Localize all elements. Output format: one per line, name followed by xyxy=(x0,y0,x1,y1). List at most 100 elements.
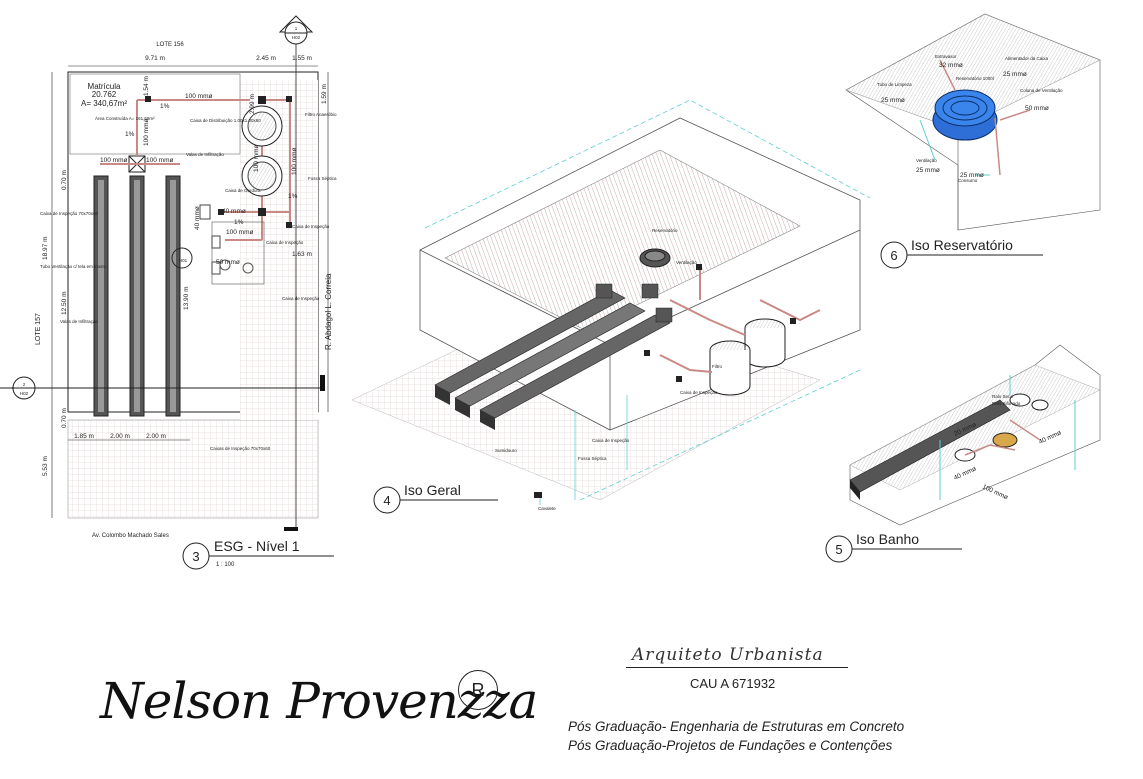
pipe-label-4: 100 mmø xyxy=(143,119,150,146)
iso-label-caixa-2: Caixa de Inspeção xyxy=(680,390,718,395)
note-caixas-inspecao: Caixas de Inspeção 70x70x60 xyxy=(210,446,271,451)
section-marker-left: 2 H02 xyxy=(11,376,36,400)
pipe-label-6: 40 mmø xyxy=(222,208,246,215)
iso-label-filtro: Filtro xyxy=(712,364,722,369)
res-label-25b: 25 mmø xyxy=(881,97,905,104)
banho-label-ralo-seco: Ralo Seco xyxy=(992,394,1013,399)
roof xyxy=(444,149,801,331)
inspection-boxes xyxy=(145,96,292,228)
dim-bot-c: 2.00 m xyxy=(146,433,166,440)
res-label-alimentador: Alimentador da Caixa xyxy=(1005,56,1049,61)
iso-trenches xyxy=(434,283,673,430)
iso-banho-view: 20 mmø 40 mmø 40 mmø 100 mmø Ralo Seco R… xyxy=(825,344,1101,563)
profession-underline xyxy=(626,667,848,668)
sewer-pipes xyxy=(100,99,291,241)
pipe-label-3: 100 mmø xyxy=(146,157,173,164)
note-tubo-ventilacao: Tubo Ventilação c/ tela em inoxto xyxy=(40,264,107,269)
reservoir-pipes xyxy=(939,59,1031,176)
res-label-50: 50 mmø xyxy=(1025,105,1049,112)
dim-right-b: 1.63 m xyxy=(292,251,312,258)
res-label-coluna: Coluna de Ventilação xyxy=(1020,88,1063,93)
pipe-label-9: 40 mmø xyxy=(194,206,201,230)
bathroom-outline xyxy=(211,221,265,285)
note-valas: Valas de Infiltração xyxy=(186,152,224,157)
section-left-num: 2 xyxy=(23,382,26,387)
iso-geral-view: Reservatório Ventilação Sumidouro Caixa … xyxy=(351,99,871,514)
banho-trench xyxy=(849,399,1011,493)
note-area-construida: Área Construída A= 161,68m² xyxy=(95,115,155,121)
iso-label-ventilacao: Ventilação xyxy=(676,260,697,265)
dim-bot-a: 1.85 m xyxy=(74,433,94,440)
iso-boxes xyxy=(534,264,796,498)
street-right: R. Abdagol L. Correia xyxy=(324,273,333,350)
iso-label-caixa-1: Caixa de Inspeção xyxy=(592,438,630,443)
res-label-25d: 25 mmø xyxy=(960,172,984,179)
dim-right-a: 1.59 m xyxy=(321,84,328,104)
note-caixa-inspecao-1: Caixa de Inspeção 70x70x60 xyxy=(40,211,99,216)
lote-top: LOTE 156 xyxy=(156,42,184,48)
dim-left-a: 18.97 m xyxy=(42,237,49,261)
res-label-ventilacao: Ventilação xyxy=(916,158,937,163)
pipe-label-10: 100 mmø xyxy=(253,145,260,172)
banho-label-ralo-sifonado: Ralo Sifonado xyxy=(992,401,1021,406)
area-label: A= 340,67m² xyxy=(81,99,127,108)
iso-pipes xyxy=(659,268,821,373)
pipe-label-8: 50 mmø xyxy=(216,259,240,266)
iso-tanks xyxy=(639,248,786,396)
dim-width-b: 1.55 m xyxy=(292,55,312,62)
iso-reservatorio-view: 32 mmø 25 mmø 25 mmø 50 mmø 25 mmø 25 mm… xyxy=(845,13,1101,269)
cau-registration: CAU A 671932 xyxy=(690,676,776,691)
res-label-reservatorio: Reservatório 1000l xyxy=(956,76,994,81)
slope-3: 1% xyxy=(288,193,298,200)
plan-title: ESG - Nível 1 xyxy=(214,538,300,554)
banho-label-100: 100 mmø xyxy=(981,483,1009,501)
pipe-label-2: 100 mmø xyxy=(100,157,127,164)
res-label-25a: 25 mmø xyxy=(1003,71,1027,78)
section-top-ref: H02 xyxy=(292,35,301,40)
iso-label-reservatorio: Reservatório xyxy=(652,228,678,233)
infiltration-trenches xyxy=(93,175,181,417)
iso-res-title: Iso Reservatório xyxy=(911,237,1013,253)
dim-bot-b: 2.00 m xyxy=(110,433,130,440)
dim-width-a: 2.45 m xyxy=(256,55,276,62)
postgrad-line-2: Pós Graduação-Projetos de Fundações e Co… xyxy=(568,738,893,753)
slope-2: 1% xyxy=(125,131,135,138)
pipe-label-1: 100 mmø xyxy=(185,93,212,100)
section-top-num: 1 xyxy=(295,26,298,31)
sidewalk xyxy=(67,419,319,519)
res-label-32: 32 mmø xyxy=(939,62,963,69)
dim-left-b: 12.50 m xyxy=(61,292,68,316)
matricula-label: Matrícula xyxy=(88,82,121,91)
note-caixa-distribuicao: Caixa de Distribuição 1.00x1.00x60 xyxy=(190,118,261,123)
iso-banho-title: Iso Banho xyxy=(856,531,919,547)
dim-left-e: 5.53 m xyxy=(42,456,49,476)
iso-banho-number: 5 xyxy=(835,542,842,557)
section-mid-ref: H01 xyxy=(179,258,188,263)
dim-top-a: 1.54 m xyxy=(143,76,150,96)
slope-1: 1% xyxy=(160,103,170,110)
postgrad-line-1: Pós Graduação- Engenharia de Estruturas … xyxy=(568,719,905,734)
reservoir-tank xyxy=(932,89,998,141)
section-left-ref: H02 xyxy=(20,391,29,396)
iso-geral-number: 4 xyxy=(383,493,390,508)
plan-scale: 1 : 100 xyxy=(216,562,235,568)
note-valas-2: Valas de Infiltração xyxy=(60,319,98,324)
section-marker-top: 1 H02 xyxy=(278,15,314,45)
banho-pipes xyxy=(964,419,1041,456)
profession-title: Arquiteto Urbanista xyxy=(632,645,824,665)
dim-width-total: 9.71 m xyxy=(145,55,165,62)
iso-label-fossa: Fossa Séptica xyxy=(578,456,607,461)
note-caixa-inspecao-4: Caixa de Inspeção xyxy=(282,296,320,301)
res-label-tubo-limpeza: Tubo de Limpeza xyxy=(877,82,912,87)
section-marker-mid xyxy=(171,247,193,269)
dim-left-d: 0.70 m xyxy=(61,408,68,428)
matricula-number: 20.762 xyxy=(92,90,117,99)
iso-label-cavalete: Cavalete xyxy=(538,506,556,511)
dim-top-b: 2.99 m xyxy=(249,94,256,114)
pipe-label-5: 100 mmø xyxy=(291,148,298,175)
res-label-25c: 25 mmø xyxy=(916,167,940,174)
dim-mid-a: 13.90 m xyxy=(183,287,190,311)
plan-number-circle xyxy=(182,542,210,570)
